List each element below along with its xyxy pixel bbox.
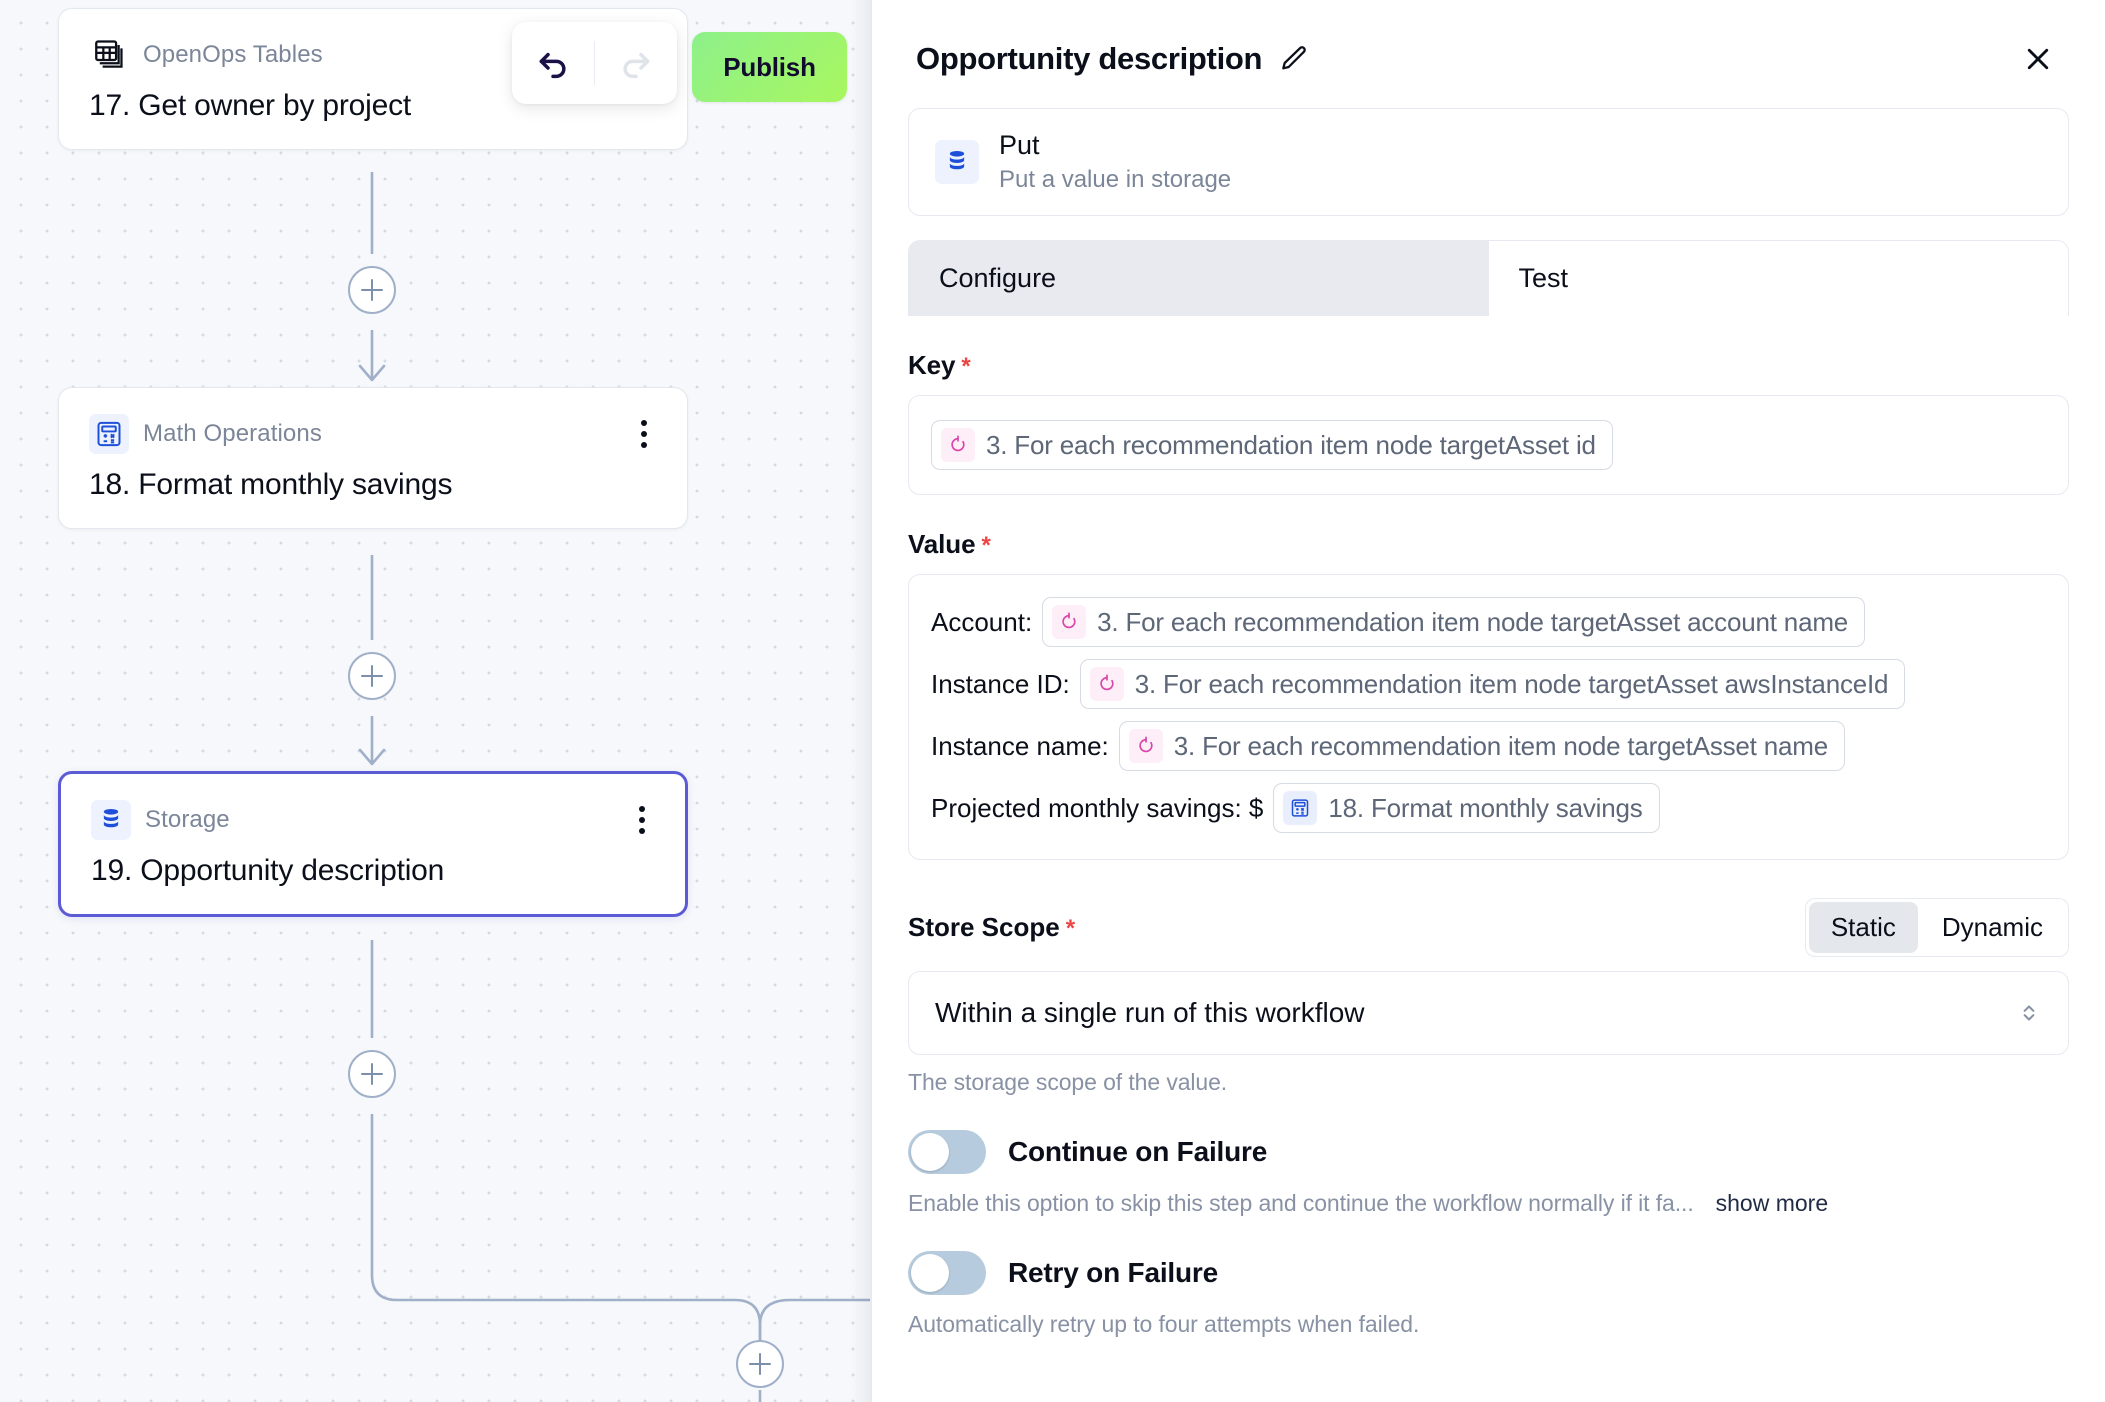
chip-text: 3. For each recommendation item node tar…	[986, 429, 1596, 460]
retry-on-failure-description-row: Automatically retry up to four attempts …	[908, 1311, 2069, 1338]
undo-redo-toolbar[interactable]	[512, 22, 677, 104]
store-scope-selected-value: Within a single run of this workflow	[935, 997, 1365, 1029]
workflow-node-18[interactable]: Math Operations 18. Format monthly savin…	[58, 387, 688, 529]
action-description: Put a value in storage	[999, 165, 1232, 193]
node-header: Math Operations	[89, 414, 657, 454]
required-marker: *	[981, 532, 991, 560]
redo-button[interactable]	[595, 22, 677, 104]
row-label: Instance ID:	[931, 668, 1070, 699]
static-dynamic-toggle: Static Dynamic	[1804, 898, 2069, 958]
node-type-label: Storage	[145, 806, 230, 833]
add-step-button-4[interactable]	[736, 1340, 784, 1388]
chip-text: 3. For each recommendation item node tar…	[1097, 606, 1849, 637]
key-field-label: Key *	[908, 350, 2069, 381]
toggle-knob	[911, 1254, 949, 1293]
key-label-text: Key	[908, 350, 956, 381]
panel-header: Opportunity description	[872, 0, 2105, 82]
store-scope-label: Store Scope *	[908, 912, 1075, 943]
segment-static[interactable]: Static	[1808, 902, 1918, 954]
node-title: 17. Get owner by project	[89, 89, 412, 122]
calculator-icon	[89, 414, 129, 454]
required-marker: *	[961, 353, 971, 381]
node-menu-button[interactable]	[629, 800, 655, 840]
key-chip[interactable]: 3. For each recommendation item node tar…	[931, 420, 1613, 471]
store-scope-label-text: Store Scope	[908, 912, 1060, 943]
continue-on-failure-row: Continue on Failure	[908, 1130, 2069, 1175]
close-icon[interactable]	[2015, 36, 2061, 82]
loop-icon	[941, 428, 975, 463]
loop-icon	[1128, 729, 1163, 764]
value-chip-instance-name[interactable]: 3. For each recommendation item node tar…	[1118, 721, 1845, 772]
retry-on-failure-row: Retry on Failure	[908, 1251, 2069, 1296]
continue-on-failure-label: Continue on Failure	[1008, 1136, 1268, 1168]
value-chip-account[interactable]: 3. For each recommendation item node tar…	[1042, 597, 1866, 648]
chip-text: 18. Format monthly savings	[1328, 792, 1643, 823]
value-chip-instance-id[interactable]: 3. For each recommendation item node tar…	[1079, 659, 1906, 710]
continue-on-failure-toggle[interactable]	[908, 1130, 986, 1175]
node-title: 19. Opportunity description	[91, 854, 445, 887]
value-row-instance-id: Instance ID: 3. For each recommendation …	[931, 659, 2046, 710]
node-header: Storage	[91, 800, 655, 840]
node-type-label: OpenOps Tables	[143, 41, 323, 68]
page-title: Opportunity description	[916, 41, 1263, 76]
loop-icon	[1089, 667, 1124, 702]
workflow-node-19[interactable]: Storage 19. Opportunity description	[58, 771, 688, 917]
canvas-edge-shadow	[850, 0, 872, 1402]
node-type-label: Math Operations	[143, 420, 322, 447]
continue-on-failure-description: Enable this option to skip this step and…	[908, 1190, 1694, 1217]
configure-form: Key * 3. For each recommendation item no…	[872, 350, 2105, 1338]
row-label: Account:	[931, 606, 1033, 637]
chip-text: 3. For each recommendation item node tar…	[1173, 730, 1828, 761]
retry-on-failure-toggle[interactable]	[908, 1251, 986, 1296]
chevron-updown-icon	[2016, 1000, 2042, 1026]
node-header: OpenOps Tables	[89, 35, 657, 75]
show-more-button[interactable]: show more	[1715, 1190, 1829, 1217]
required-marker: *	[1065, 915, 1076, 943]
publish-button[interactable]: Publish	[692, 32, 847, 102]
retry-on-failure-description: Automatically retry up to four attempts …	[908, 1311, 1420, 1338]
value-row-account: Account: 3. For each recommendation item…	[931, 597, 2046, 648]
store-scope-hint: The storage scope of the value.	[908, 1069, 1228, 1096]
node-menu-button[interactable]	[631, 414, 657, 454]
database-icon	[91, 800, 131, 840]
segment-dynamic[interactable]: Dynamic	[1920, 902, 2065, 953]
action-summary-card: Put Put a value in storage	[908, 108, 2069, 217]
value-row-instance-name: Instance name: 3. For each recommendatio…	[931, 721, 2046, 772]
row-label: Instance name:	[931, 730, 1109, 761]
value-label-text: Value	[908, 529, 976, 560]
retry-on-failure-label: Retry on Failure	[1008, 1257, 1218, 1289]
add-step-button-3[interactable]	[348, 1050, 396, 1098]
tab-configure[interactable]: Configure	[909, 241, 1489, 317]
panel-divider	[870, 0, 872, 1402]
value-row-savings: Projected monthly savings: $	[931, 783, 2046, 834]
value-chip-savings[interactable]: 18. Format monthly savings	[1273, 783, 1660, 834]
action-text: Put Put a value in storage	[999, 129, 1231, 195]
step-settings-panel: Opportunity description	[872, 0, 2105, 1402]
toolbar-divider	[593, 41, 596, 85]
workflow-edges	[358, 172, 872, 1402]
store-scope-select[interactable]: Within a single run of this workflow	[908, 971, 2069, 1056]
key-input[interactable]: 3. For each recommendation item node tar…	[908, 395, 2069, 496]
value-input[interactable]: Account: 3. For each recommendation item…	[908, 574, 2069, 861]
toggle-knob	[911, 1133, 949, 1172]
database-icon	[935, 140, 979, 185]
add-step-button-1[interactable]	[348, 266, 396, 314]
workflow-canvas[interactable]: OpenOps Tables 17. Get owner by project …	[0, 0, 872, 1402]
undo-button[interactable]	[512, 22, 594, 104]
chip-text: 3. For each recommendation item node tar…	[1134, 668, 1889, 699]
add-step-button-2[interactable]	[348, 652, 396, 700]
loop-icon	[1052, 605, 1087, 640]
store-scope-header: Store Scope * Static Dynamic	[908, 898, 2069, 958]
calculator-icon	[1283, 791, 1318, 826]
tab-test[interactable]: Test	[1488, 241, 2068, 317]
continue-on-failure-description-row: Enable this option to skip this step and…	[908, 1190, 2069, 1217]
pencil-icon[interactable]	[1278, 43, 1310, 75]
tables-icon	[89, 35, 129, 75]
row-label: Projected monthly savings: $	[931, 792, 1264, 823]
action-name: Put	[999, 130, 1040, 160]
panel-tabs: Configure Test	[908, 240, 2069, 317]
value-field-label: Value *	[908, 529, 2069, 560]
node-title: 18. Format monthly savings	[89, 468, 453, 501]
